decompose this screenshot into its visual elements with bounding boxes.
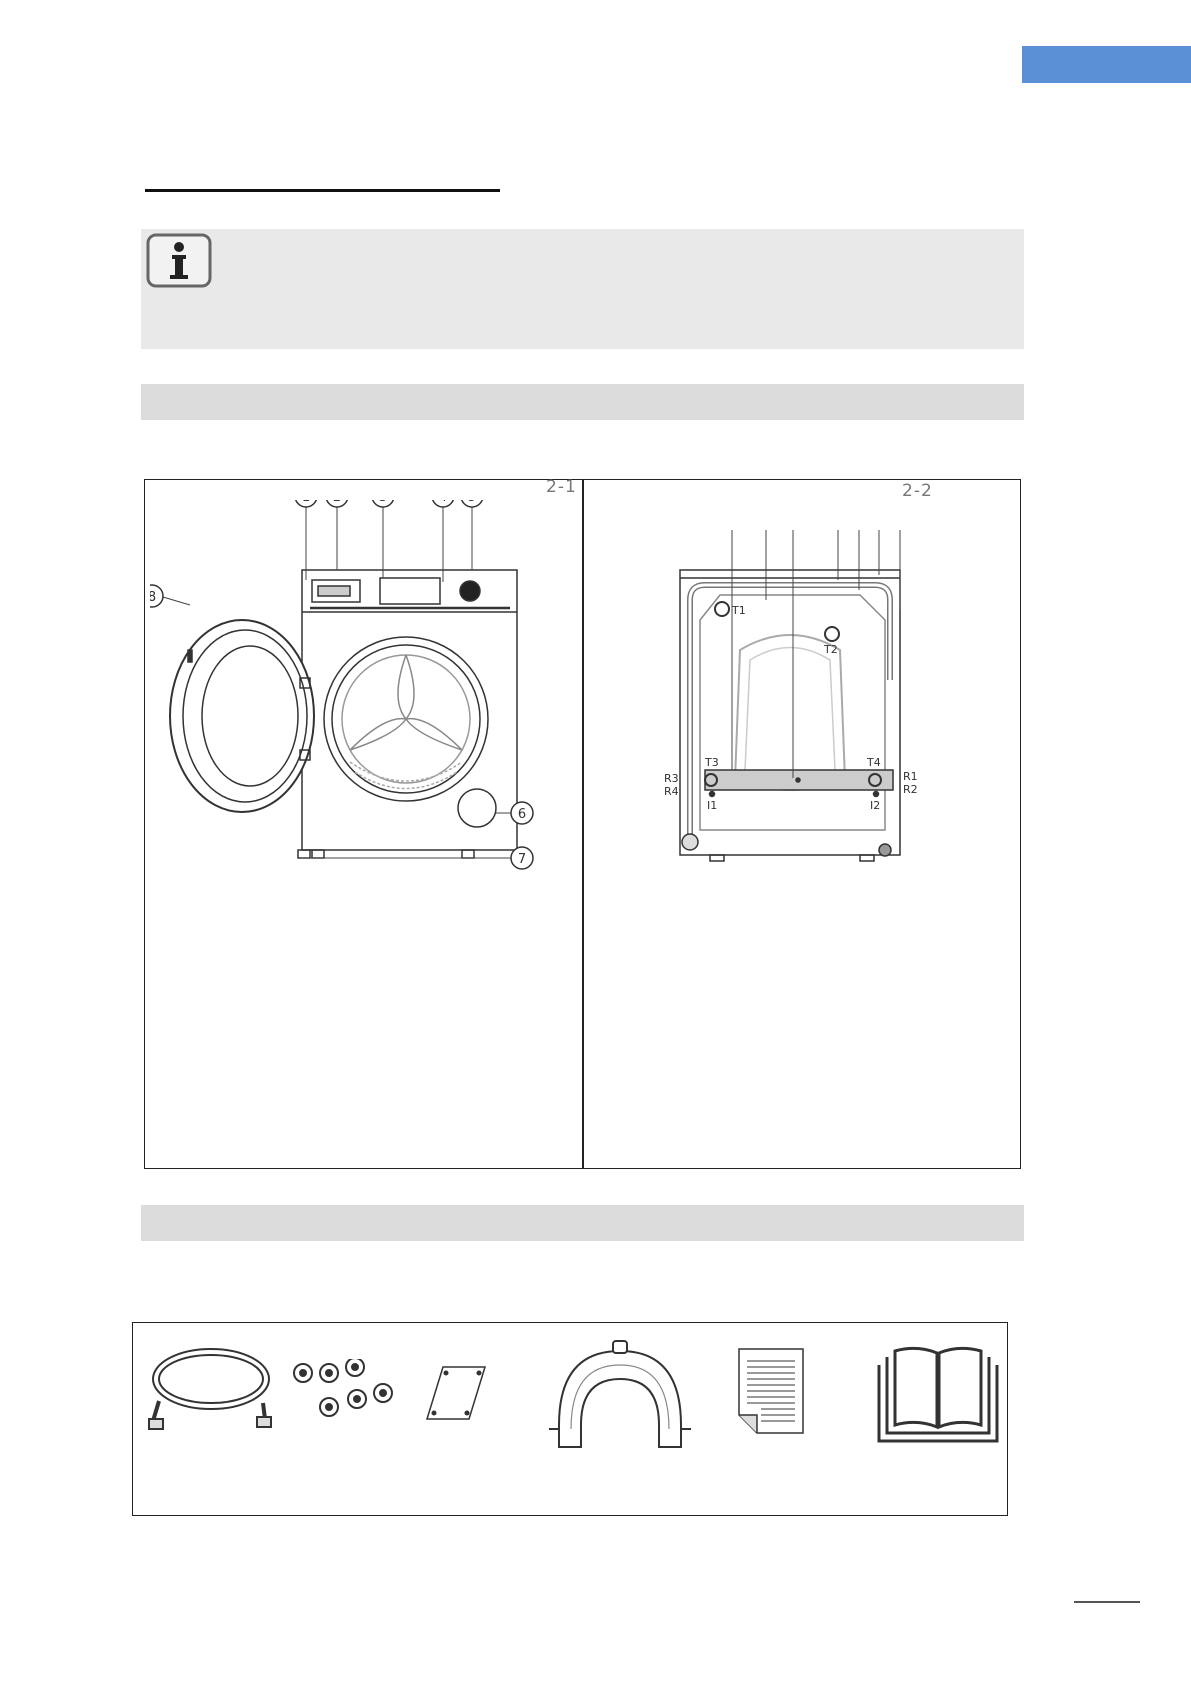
front-callouts bbox=[150, 500, 534, 870]
front-callout-1: 1 bbox=[302, 500, 310, 505]
control-display bbox=[379, 577, 441, 605]
manual-book-icon bbox=[877, 1346, 999, 1443]
front-view-illustration: 1 2 3 4 5 6 7 8 bbox=[150, 500, 534, 870]
bolt-t4 bbox=[868, 773, 882, 787]
chapter-tab bbox=[1022, 46, 1191, 83]
bolt-t2 bbox=[824, 626, 840, 642]
machine-back bbox=[679, 569, 901, 856]
marker-r1: R1 bbox=[903, 770, 918, 783]
front-callout-7: 7 bbox=[518, 852, 526, 867]
front-callout-2: 2 bbox=[333, 500, 341, 505]
figure-label-rear: 2-2 bbox=[902, 481, 933, 501]
cover-plate-icon bbox=[425, 1366, 487, 1420]
marker-i2: I2 bbox=[870, 799, 880, 812]
drum-opening bbox=[323, 636, 489, 802]
front-callout-4: 4 bbox=[439, 500, 447, 505]
machine-body bbox=[301, 569, 518, 851]
figure-label-front: 2-1 bbox=[546, 477, 577, 497]
marker-t4: T4 bbox=[866, 756, 881, 769]
hose-holder-icon bbox=[549, 1340, 691, 1448]
page-number-rule bbox=[1074, 1601, 1140, 1603]
marker-t3: T3 bbox=[704, 756, 719, 769]
filter-cover bbox=[457, 788, 497, 828]
marker-r2: R2 bbox=[903, 783, 918, 796]
bolt-plugs-icon bbox=[293, 1359, 393, 1417]
inlet-hose-icon bbox=[148, 1348, 272, 1430]
info-note-box bbox=[141, 229, 1024, 349]
open-door bbox=[169, 619, 315, 813]
marker-r4: R4 bbox=[664, 785, 679, 798]
rear-view-illustration: 1 2 3 4 5 6 7 T1 T2 T3 T4 I1 I2 R1 R2 bbox=[679, 530, 918, 862]
front-callout-5: 5 bbox=[468, 500, 476, 505]
detergent-drawer bbox=[311, 579, 361, 603]
rear-left-markers: R3 R4 bbox=[664, 772, 679, 798]
bolt-t3 bbox=[704, 773, 718, 787]
title-underline bbox=[145, 189, 500, 192]
program-knob bbox=[459, 580, 481, 602]
front-callout-6: 6 bbox=[518, 807, 526, 822]
section-heading-band-description bbox=[141, 384, 1024, 420]
front-callout-8: 8 bbox=[150, 590, 156, 605]
marker-t1: T1 bbox=[731, 604, 746, 617]
front-callout-3: 3 bbox=[379, 500, 387, 505]
marker-i1: I1 bbox=[707, 799, 717, 812]
document-icon bbox=[738, 1348, 804, 1434]
bolt-t1 bbox=[714, 601, 730, 617]
figure-divider bbox=[582, 479, 584, 1169]
info-icon bbox=[146, 233, 212, 288]
accessories-frame bbox=[132, 1322, 1008, 1516]
section-heading-band-accessories bbox=[141, 1205, 1024, 1241]
marker-t2: T2 bbox=[823, 643, 838, 656]
marker-r3: R3 bbox=[664, 772, 679, 785]
